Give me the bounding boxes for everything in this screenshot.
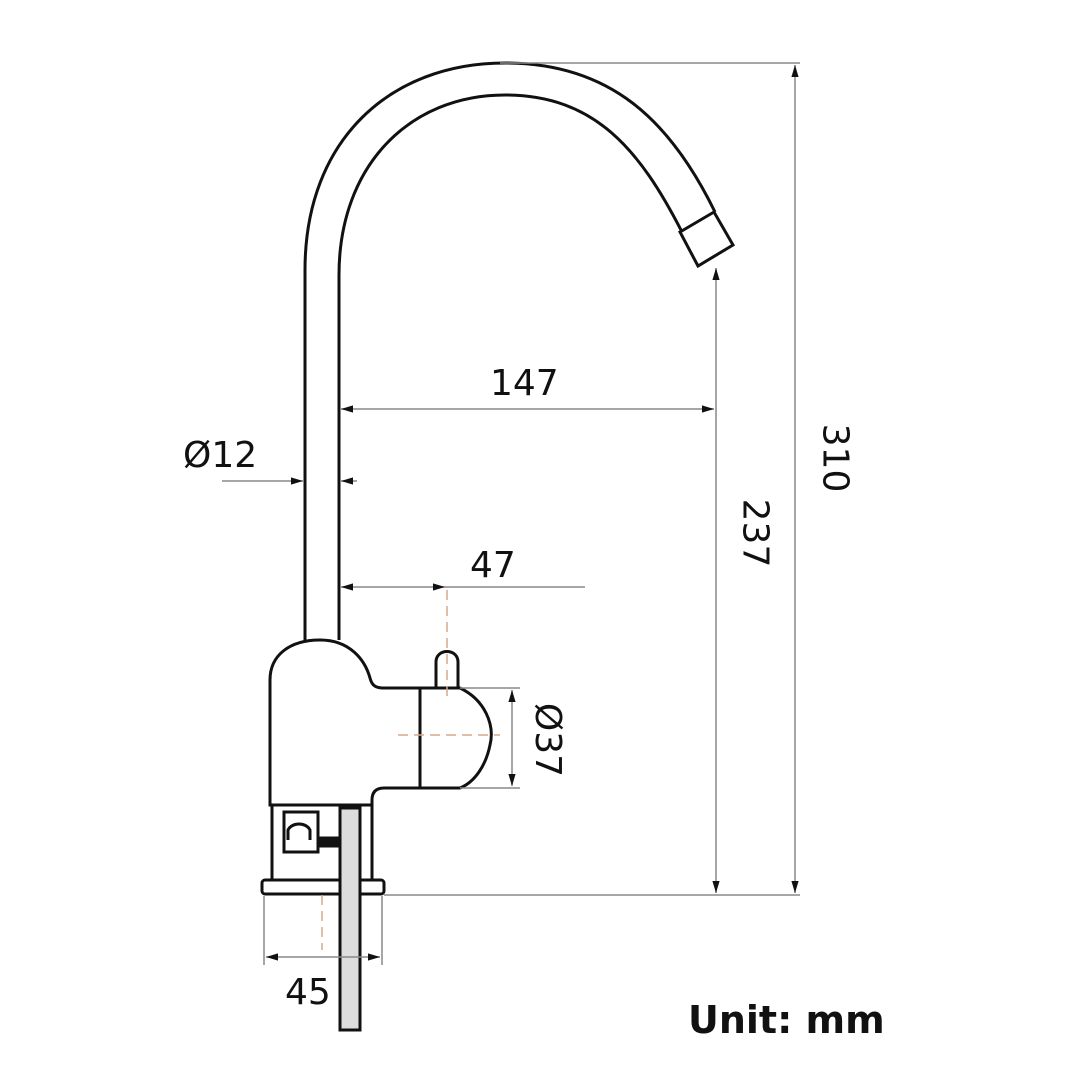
dim-total-height: 310 <box>814 423 856 493</box>
lever-knob <box>434 650 460 690</box>
centerlines <box>321 590 500 950</box>
dimension-lines <box>222 62 800 965</box>
threaded-shank <box>338 806 362 1032</box>
dim-handle-offset: 47 <box>470 545 516 586</box>
unit-label: Unit: mm <box>688 998 885 1042</box>
spout-nozzle <box>678 209 736 269</box>
mount-assembly <box>260 803 386 896</box>
dim-tube-diameter: Ø12 <box>183 435 258 476</box>
dim-spout-reach: 147 <box>490 363 559 404</box>
handle-dome <box>418 686 493 790</box>
faucet-body <box>268 638 422 807</box>
dim-body-diameter: Ø37 <box>527 702 569 778</box>
dim-base-width: 45 <box>285 972 331 1013</box>
dim-spout-height: 237 <box>734 498 776 568</box>
